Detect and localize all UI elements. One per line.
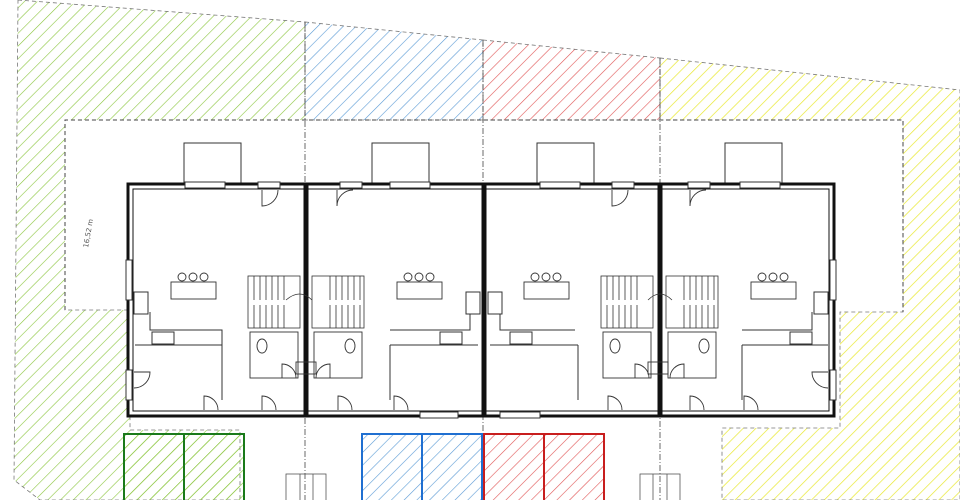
boundary-dimension-label: 16,52 m [82, 218, 95, 248]
plot-red [482, 39, 661, 121]
appliances [133, 291, 829, 315]
dining-tables [170, 272, 797, 300]
building-walls [126, 182, 836, 418]
parking-bays [123, 433, 605, 500]
kitchen-counters [135, 312, 828, 400]
plot-blue [304, 21, 484, 121]
windows [125, 181, 837, 419]
building-envelope-outline [64, 119, 904, 312]
bathrooms [249, 331, 717, 379]
bin-stands [285, 473, 681, 500]
staircases [247, 275, 719, 329]
balconies [183, 142, 783, 186]
door-swings [133, 189, 829, 411]
